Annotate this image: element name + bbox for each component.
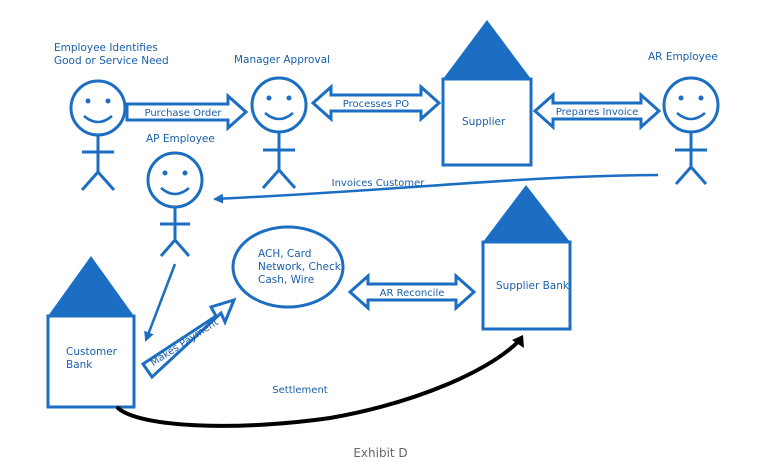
employee-label: Employee Identifies Good or Service Need: [54, 42, 169, 67]
settlement-label: Settlement: [272, 385, 328, 396]
payment-network-label: ACH, Card Network, Check, Cash, Wire: [258, 248, 345, 286]
ap-employee-label: AP Employee: [146, 133, 215, 145]
payment-network-ellipse: [231, 225, 345, 309]
ar-reconcile-label: AR Reconcile: [380, 288, 445, 299]
ar-employee-figure: [662, 76, 720, 185]
ap-employee-figure: [146, 151, 204, 257]
manager-figure: [250, 76, 308, 189]
invoices-customer-label: Invoices Customer: [332, 178, 426, 189]
supplier-bank-label: Supplier Bank: [496, 280, 569, 292]
settlement-curve: [116, 338, 522, 428]
ar-reconcile-arrow: [347, 272, 477, 312]
purchase-order-label: Purchase Order: [144, 108, 222, 119]
invoices-customer-arrow: [213, 173, 659, 204]
prepares-invoice-label: Prepares Invoice: [556, 107, 639, 118]
supplier-building: [441, 20, 533, 167]
purchase-order-arrow: [125, 92, 249, 132]
settlement-arrowhead: [512, 335, 524, 348]
ar-employee-label: AR Employee: [648, 51, 718, 63]
supplier-bank-building: [481, 185, 572, 331]
supplier-label: Supplier: [462, 116, 506, 128]
processes-po-label: Processes PO: [343, 99, 410, 110]
ap-to-bank-arrow: [144, 263, 177, 342]
processes-po-arrow: [310, 83, 442, 123]
prepares-invoice-arrow: [532, 91, 662, 131]
payment-process-diagram: Purchase Order Processes PO Prepares Inv…: [46, 20, 720, 428]
customer-bank-building: [46, 256, 136, 409]
employee-figure: [69, 79, 127, 191]
customer-bank-label: Customer Bank: [66, 346, 118, 371]
makes-payment-arrow: [140, 297, 237, 380]
exhibit-caption: Exhibit D: [353, 446, 408, 460]
manager-label: Manager Approval: [234, 54, 330, 66]
makes-payment-label: Makes Payment: [149, 317, 221, 369]
